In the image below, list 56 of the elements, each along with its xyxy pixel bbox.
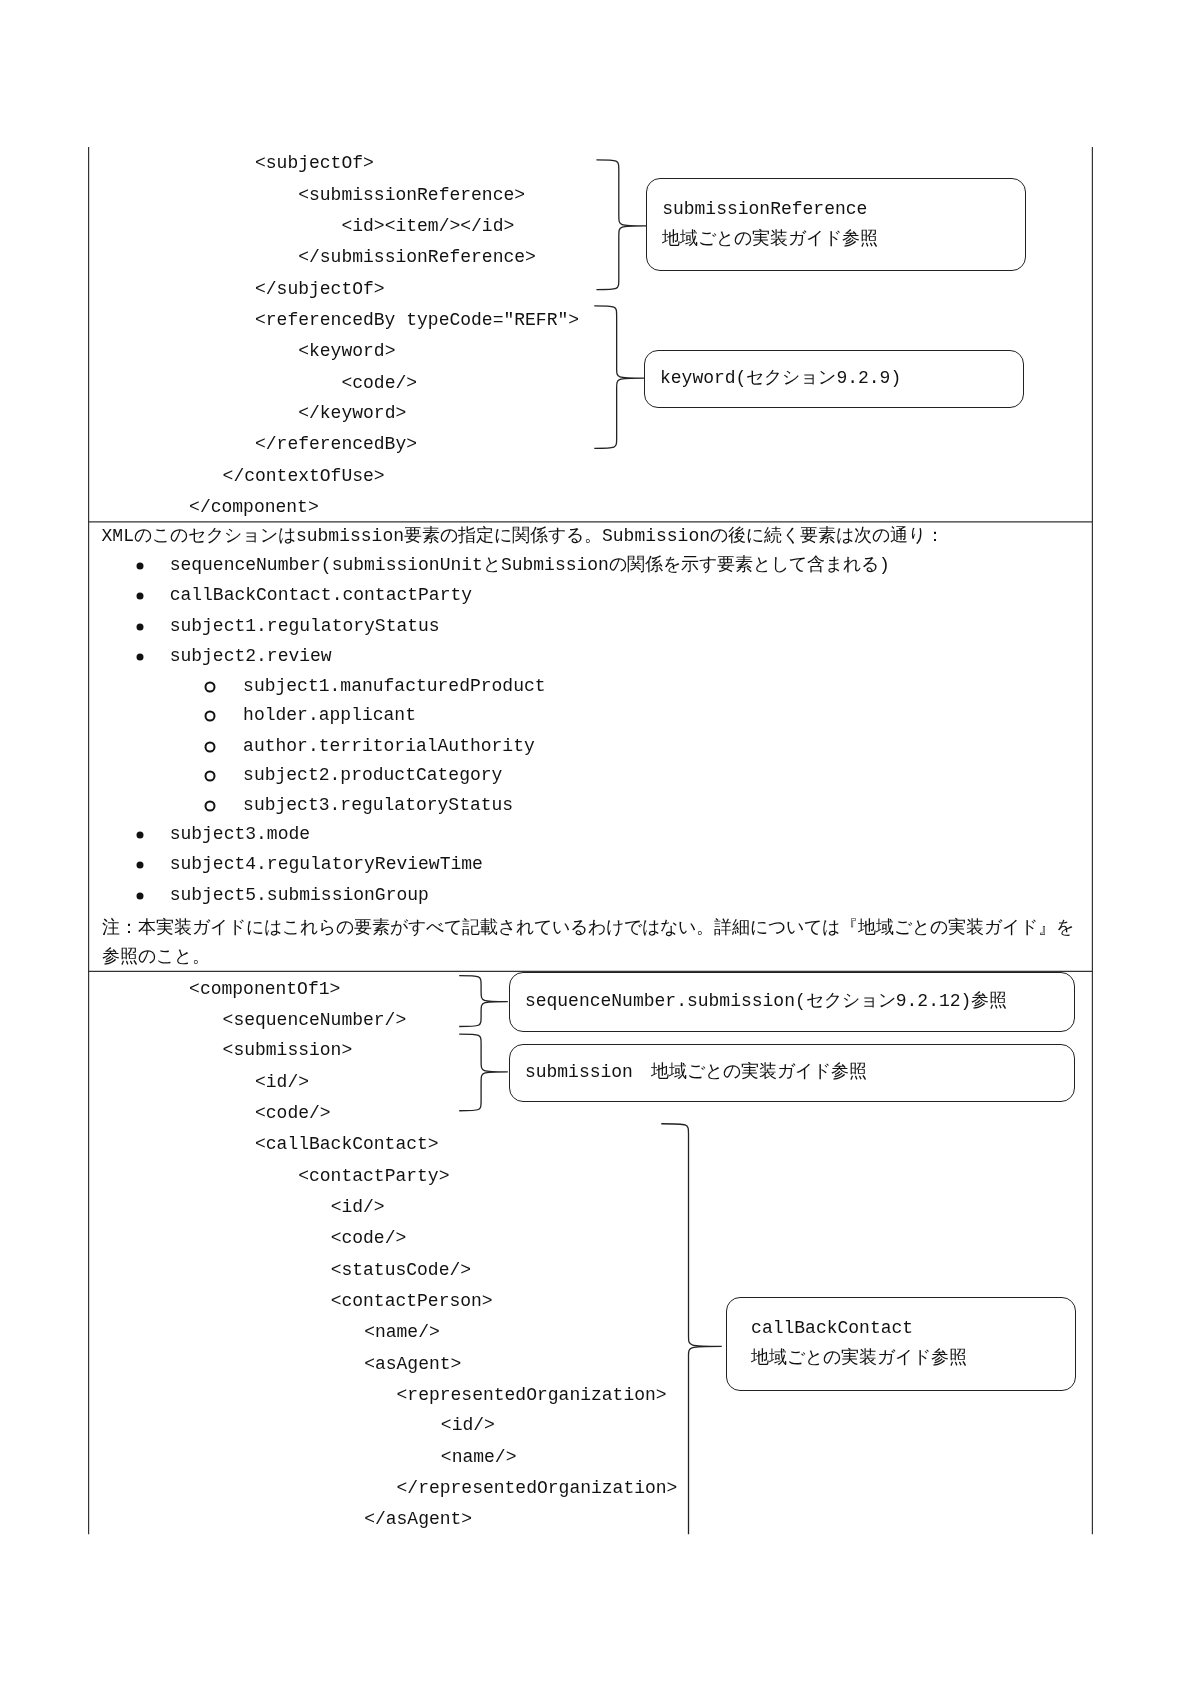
code-line: <id/> bbox=[330, 1197, 385, 1219]
callout-box bbox=[726, 1296, 1077, 1391]
list-item: subject3.mode bbox=[169, 824, 311, 847]
code-line: <id/> bbox=[440, 1415, 495, 1438]
code-line: <submission> bbox=[222, 1040, 353, 1063]
code-line: <contactPerson> bbox=[330, 1291, 493, 1313]
code-line: </representedOrganization> bbox=[396, 1478, 678, 1500]
code-line: <id><item/></id> bbox=[341, 216, 515, 238]
callout-text: 地域ごとの実装ガイド参照 bbox=[662, 227, 880, 251]
list-item: author.territorialAuthority bbox=[243, 735, 535, 758]
list-item: holder.applicant bbox=[243, 705, 416, 728]
list-item: callBackContact.contactParty bbox=[169, 585, 473, 608]
list-item: subject4.regulatoryReviewTime bbox=[169, 854, 483, 877]
code-line: <sequenceNumber/> bbox=[222, 1010, 407, 1032]
code-line: <statusCode/> bbox=[330, 1259, 472, 1282]
code-line: <representedOrganization> bbox=[396, 1385, 667, 1407]
callout-text: sequenceNumber.submission(セクション9.2.12)参照 bbox=[524, 990, 1009, 1014]
callout-text: 地域ごとの実装ガイド参照 bbox=[751, 1346, 969, 1370]
note-text: 注：本実装ガイドにはこれらの要素がすべて記載されているわけではない。詳細については『地域ごとの実装ガイド』を参照のこと。 bbox=[101, 917, 1075, 970]
code-line: </asAgent> bbox=[364, 1509, 473, 1532]
callout-box bbox=[644, 350, 1025, 409]
list-item: subject3.regulatoryStatus bbox=[243, 795, 514, 817]
callout-text: submissionReference bbox=[662, 198, 869, 222]
code-line: <name/> bbox=[440, 1446, 517, 1469]
list-item: subject2.productCategory bbox=[243, 765, 503, 787]
list-item: subject2.review bbox=[169, 646, 332, 668]
code-line: <asAgent> bbox=[364, 1353, 462, 1376]
code-line: <componentOf1> bbox=[189, 978, 341, 1001]
code-line: <submissionReference> bbox=[298, 184, 526, 207]
code-line: <referencedBy typeCode="REFR"> bbox=[255, 310, 580, 332]
code-line: <contactParty> bbox=[298, 1165, 450, 1188]
code-line: <id/> bbox=[255, 1071, 309, 1094]
code-line: </referencedBy> bbox=[255, 434, 418, 456]
code-line: <code/> bbox=[255, 1103, 331, 1125]
code-line: <name/> bbox=[364, 1322, 440, 1345]
callout-text: submission 地域ごとの実装ガイド参照 bbox=[524, 1061, 868, 1085]
callout-box bbox=[646, 178, 1027, 272]
code-line: </contextOfUse> bbox=[222, 465, 385, 488]
code-line: </keyword> bbox=[298, 403, 407, 425]
code-line: </submissionReference> bbox=[298, 247, 536, 270]
list-item: subject1.manufacturedProduct bbox=[243, 676, 546, 698]
callout-text: keyword(セクション9.2.9) bbox=[660, 367, 903, 391]
callout-box bbox=[508, 972, 1076, 1032]
code-line: </subjectOf> bbox=[255, 278, 385, 301]
callout-text: callBackContact bbox=[751, 1316, 915, 1340]
paragraph: XMLのこのセクションはsubmission要素の指定に関係する。Submissionの後に続く要素は次の通り： bbox=[101, 526, 944, 548]
code-line: <code/> bbox=[330, 1228, 407, 1251]
code-line: </component> bbox=[189, 497, 319, 519]
code-line: <code/> bbox=[341, 372, 418, 395]
callout-box bbox=[508, 1043, 1076, 1103]
list-item: sequenceNumber(submissionUnitとSubmissionの関係を示す要素として含まれる) bbox=[169, 555, 890, 577]
code-line: <keyword> bbox=[298, 341, 396, 364]
list-item: subject5.submissionGroup bbox=[169, 884, 429, 907]
code-line: <subjectOf> bbox=[255, 153, 374, 176]
list-item: subject1.regulatoryStatus bbox=[169, 615, 440, 638]
code-line: <callBackContact> bbox=[255, 1134, 439, 1157]
